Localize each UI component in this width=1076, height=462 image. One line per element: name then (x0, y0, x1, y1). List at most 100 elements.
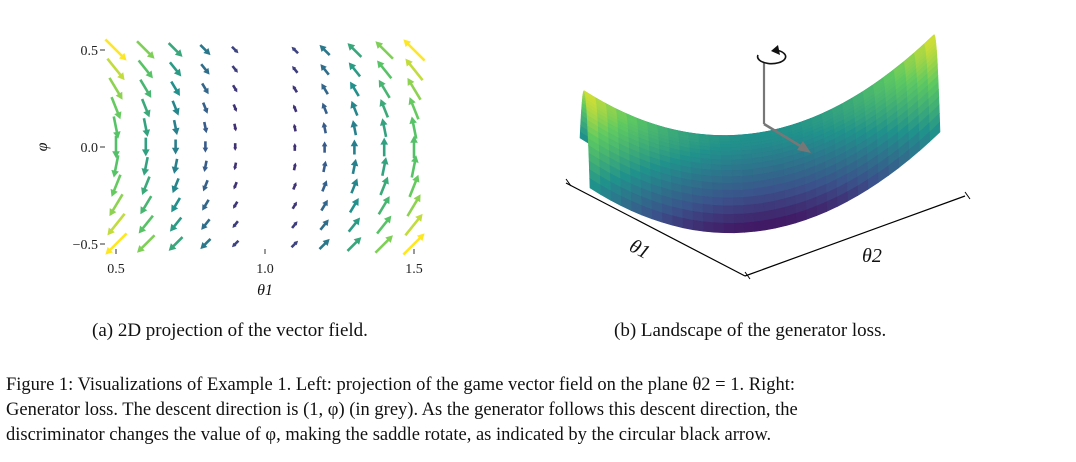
quiver-arrow (200, 237, 212, 250)
quiver-arrow (291, 221, 298, 229)
quiver-arrow (410, 155, 419, 178)
surface-facet (731, 169, 743, 178)
axis-tick (565, 178, 572, 187)
quiver-arrow (140, 195, 153, 215)
quiver-arrow (350, 158, 359, 175)
quiver-arrow (321, 102, 329, 115)
quiver-arrow (379, 176, 389, 196)
figure-caption: Figure 1: Visualizations of Example 1. L… (6, 373, 1068, 448)
descent-direction-arrow (763, 122, 803, 149)
quiver-arrow (320, 199, 328, 212)
quiver-arrow (137, 59, 153, 79)
theta2-axis-line (744, 195, 966, 277)
quiver-arrow (199, 43, 211, 56)
theta2-label: θ2 (862, 245, 882, 267)
quiver-arrow (378, 79, 391, 99)
surface-facet (742, 196, 755, 206)
surface-facet (774, 215, 786, 229)
quiver-arrow (201, 218, 211, 230)
surface-facet (711, 175, 723, 184)
quiver-arrow (142, 118, 151, 137)
quiver-arrow (202, 141, 209, 153)
quiver-arrow (202, 160, 209, 173)
surface-facet (732, 197, 744, 207)
quiver-arrow (404, 213, 423, 237)
quiver-arrow (201, 102, 209, 114)
quiver-arrow (200, 63, 210, 75)
quiver-arrow (292, 182, 297, 190)
quiver-arrow (110, 96, 122, 120)
quiver-arrow (138, 214, 154, 234)
quiver-arrow (376, 215, 392, 235)
quiver-arrow (202, 121, 209, 134)
quiver-arrow (375, 41, 394, 60)
circular-rotation-arrow (756, 49, 787, 65)
quiver-arrow (379, 98, 390, 118)
surface-facet (742, 174, 754, 184)
quiver-arrow (408, 174, 420, 198)
surface-facet (722, 189, 734, 199)
quiver-arrow (139, 79, 152, 98)
y-axis-label: φ (34, 142, 51, 151)
quiver-arrow (321, 83, 329, 95)
x-axis-label: θ1 (257, 282, 273, 299)
surface-facet (701, 188, 713, 198)
surface-facet (682, 217, 694, 231)
quiver-arrow (233, 181, 238, 190)
quiver-arrow (233, 162, 238, 171)
caption-line-1: Figure 1: Visualizations of Example 1. L… (6, 375, 795, 395)
quiver-arrow (171, 139, 180, 155)
surface-facet (702, 212, 714, 224)
surface-facet (764, 218, 776, 231)
surface-facet (753, 211, 766, 223)
surface-facet (711, 189, 723, 199)
quiver-arrow (104, 38, 127, 61)
surface-facet (731, 175, 743, 184)
descent-arrow-head (797, 141, 811, 153)
quiver-arrow (292, 123, 297, 132)
surface-facet (732, 205, 745, 215)
quiver-arrow (231, 45, 239, 54)
quiver-arrow (290, 240, 299, 249)
surface-facet (720, 164, 733, 171)
surface-facet (722, 214, 735, 224)
quiver-arrow (171, 158, 180, 174)
quiver-arrow (347, 43, 363, 58)
quiver-arrow (321, 141, 328, 153)
quiver-arrow (379, 118, 388, 138)
surface-facet (720, 155, 732, 161)
surface-facet (702, 221, 714, 233)
quiver-arrow (408, 97, 420, 120)
quiver-arrow (171, 177, 180, 194)
surface-facet (722, 205, 734, 215)
quiver-arrow (292, 65, 299, 74)
x-tick-label: 0.5 (107, 262, 125, 277)
axis-tick (964, 191, 971, 200)
quiver-arrow (202, 179, 209, 192)
quiver-arrow (350, 81, 360, 97)
quiver-arrow (112, 135, 120, 159)
surface-facet (722, 197, 734, 207)
quiver-arrow (292, 143, 297, 151)
quiver-arrow (318, 238, 330, 251)
surface-facet (742, 181, 754, 191)
quiver-arrow (171, 197, 182, 213)
surface-facet (754, 220, 766, 232)
quiver-arrow (112, 116, 121, 139)
quiver-arrow (231, 65, 238, 73)
quiver-arrow (168, 236, 184, 251)
surface-facet (701, 195, 713, 206)
surface-facet (710, 169, 723, 177)
quiver-arrow (137, 234, 156, 253)
quiver-arrow (350, 139, 359, 155)
quiver-arrow (291, 201, 297, 210)
theta1-axis-line (565, 182, 746, 277)
surface-facet (719, 143, 731, 148)
quiver-arrow (232, 220, 239, 229)
surface-facet (692, 219, 704, 232)
quiver-arrow (291, 46, 299, 55)
